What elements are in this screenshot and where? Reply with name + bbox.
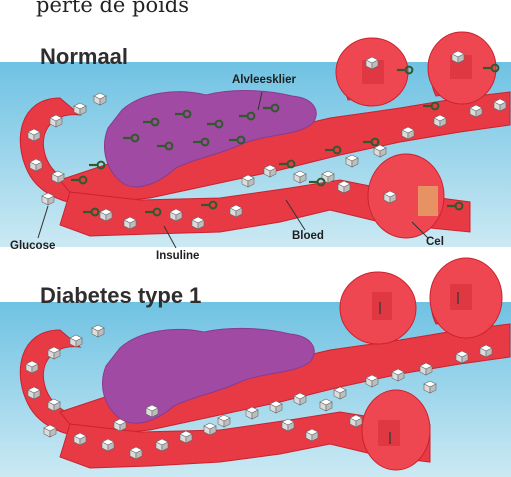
label-cell: Cel (426, 236, 444, 248)
label-blood: Bloed (292, 230, 324, 242)
label-insulin: Insuline (156, 250, 199, 262)
panel-title-diabetes: Diabetes type 1 (40, 283, 201, 309)
top-caption: perte de poids (36, 0, 189, 17)
label-pancreas: Alvleesklier (232, 74, 296, 86)
label-glucose: Glucose (10, 240, 55, 252)
panel-title-normaal: Normaal (40, 44, 128, 70)
